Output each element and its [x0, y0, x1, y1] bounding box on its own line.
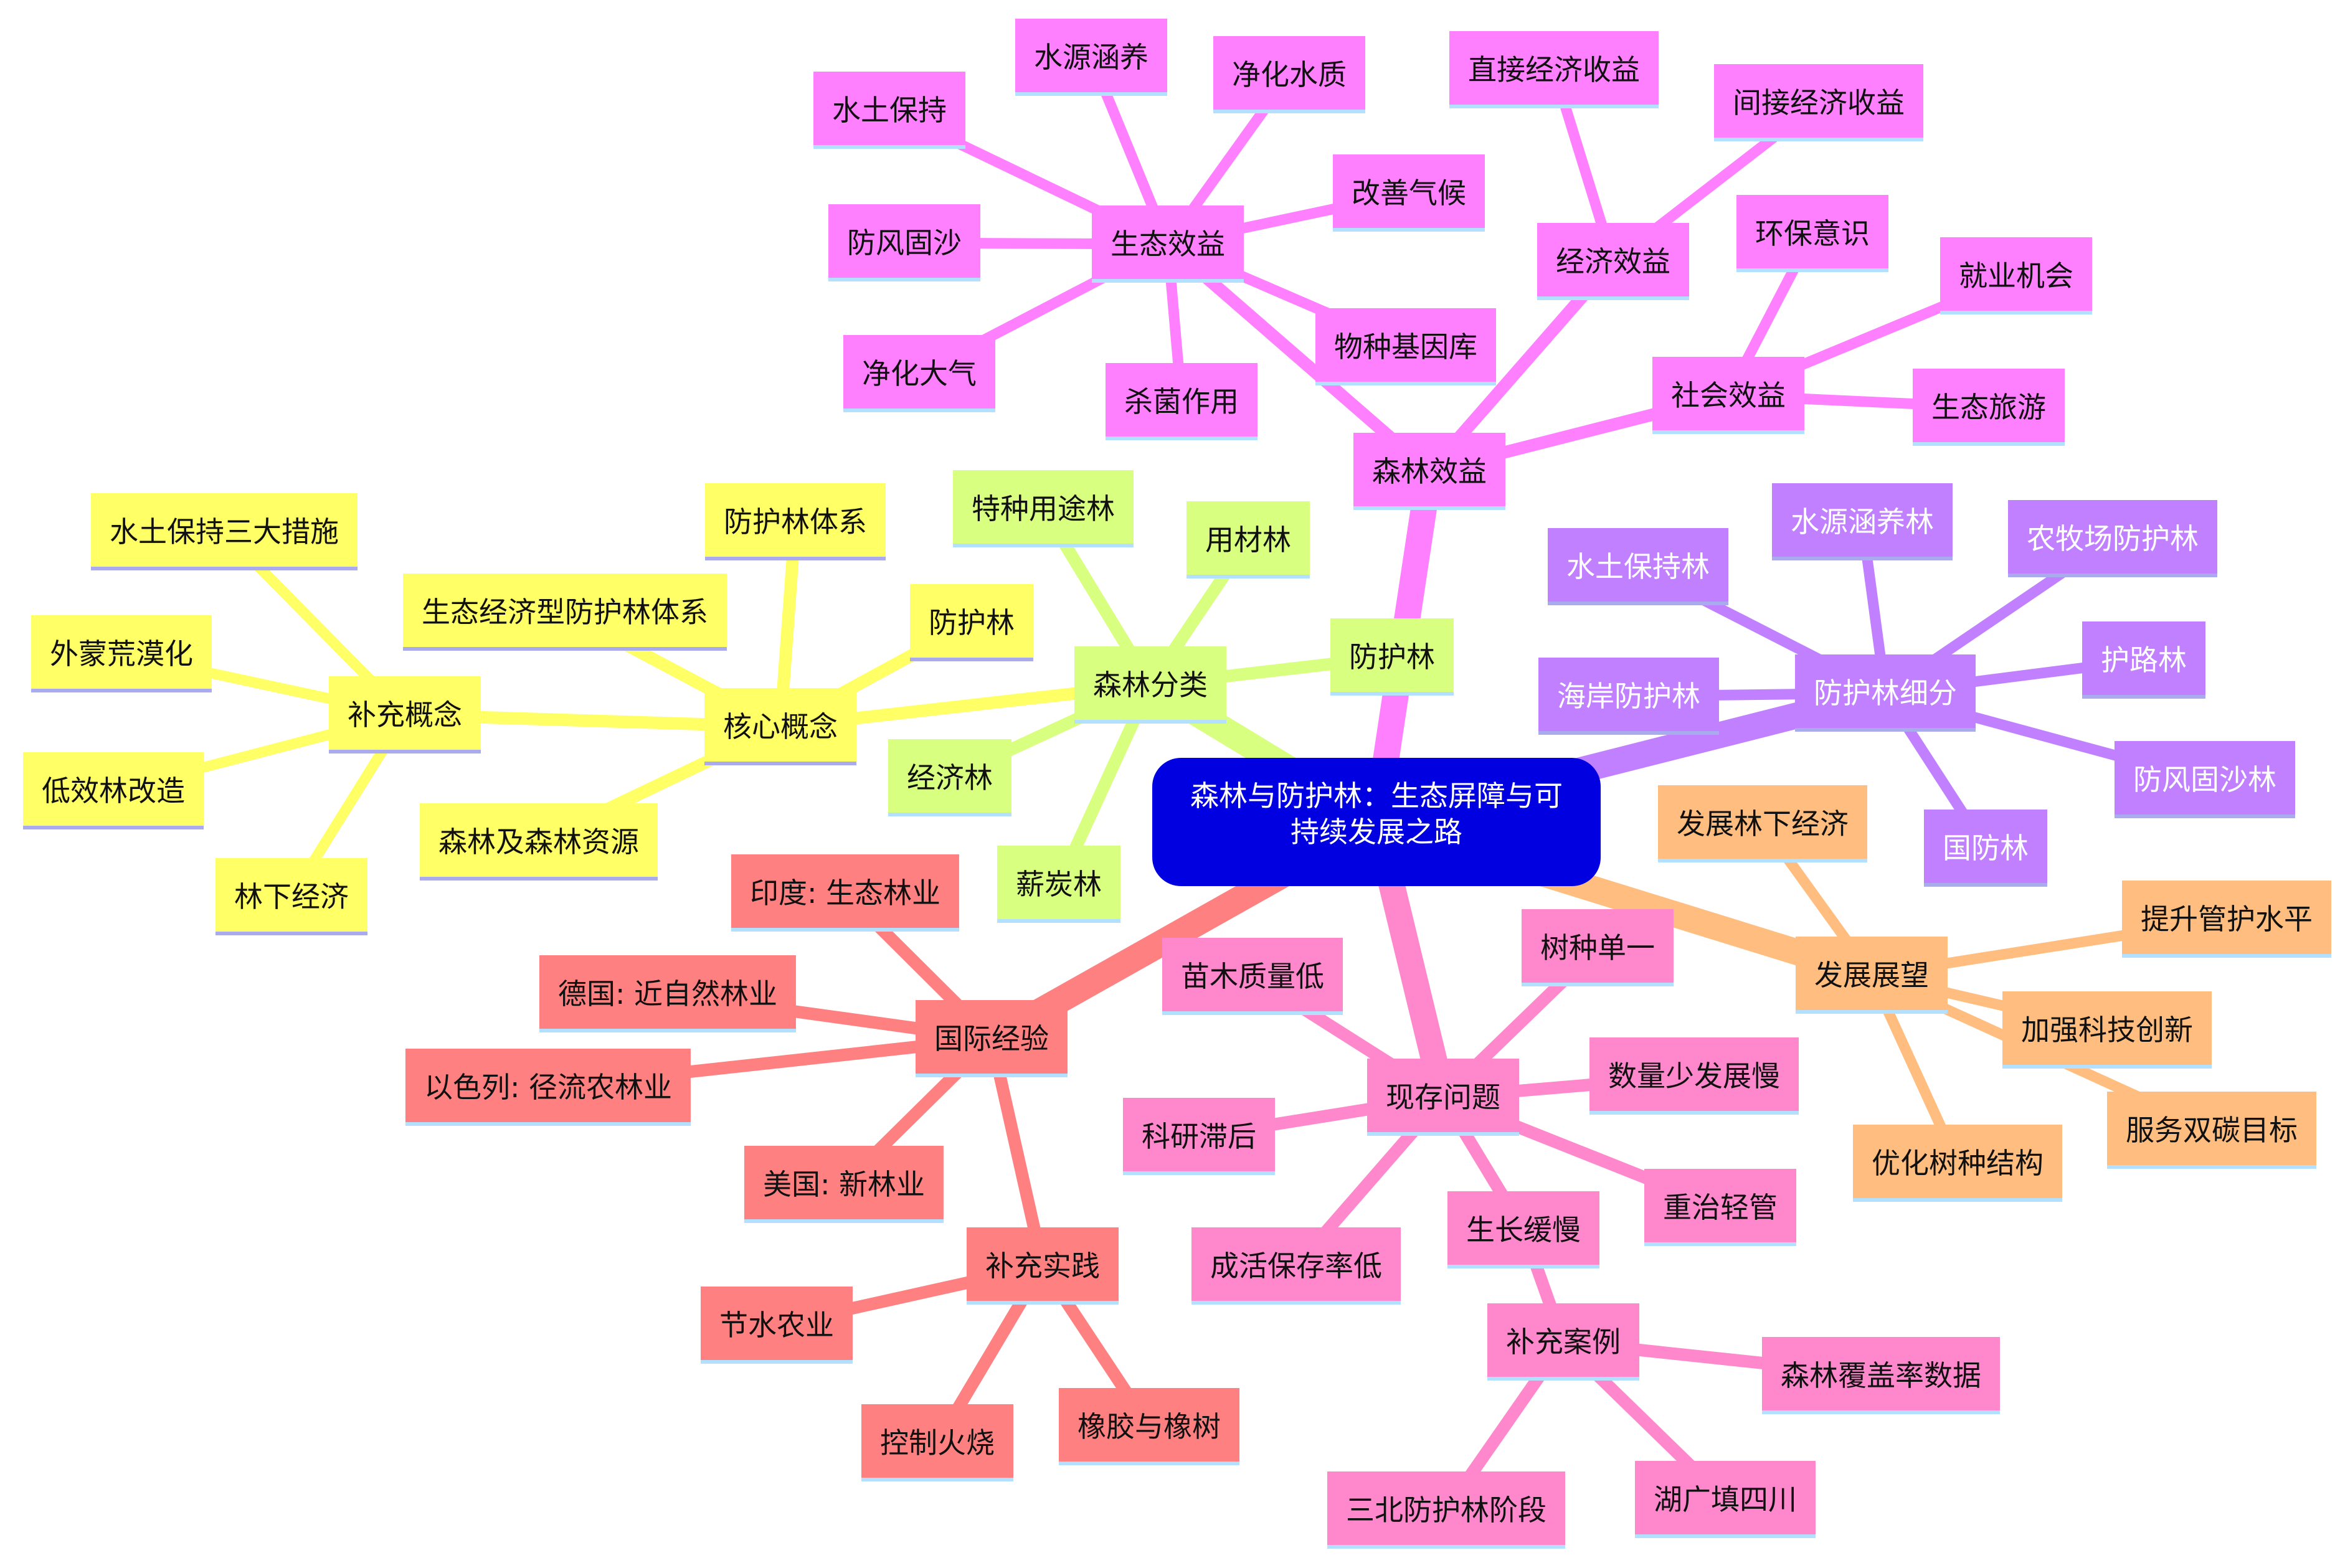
node-in-germany[interactable]: 德国: 近自然林业 [539, 955, 797, 1032]
node-pr-research[interactable]: 科研滞后 [1123, 1098, 1275, 1175]
node-mongolia-desert[interactable]: 外蒙荒漠化 [31, 615, 212, 692]
node-pr-seedling[interactable]: 苗木质量低 [1162, 938, 1343, 1015]
node-ol-management[interactable]: 提升管护水平 [2122, 881, 2331, 958]
node-ol-understory[interactable]: 发展林下经济 [1658, 785, 1867, 862]
node-core-concepts[interactable]: 核心概念 [704, 688, 856, 765]
node-improve-climate[interactable]: 改善气候 [1333, 154, 1485, 232]
node-core-shelter[interactable]: 防护林 [910, 584, 1033, 661]
node-special-forest[interactable]: 特种用途林 [953, 470, 1134, 547]
node-social-benefits[interactable]: 社会效益 [1652, 357, 1804, 434]
node-env-awareness[interactable]: 环保意识 [1736, 195, 1888, 272]
node-cs-sanbei[interactable]: 三北防护林阶段 [1327, 1471, 1565, 1549]
node-forest-class[interactable]: 森林分类 [1074, 646, 1226, 724]
node-understory-econ[interactable]: 林下经济 [216, 858, 367, 935]
node-pc-water-saving[interactable]: 节水农业 [701, 1287, 853, 1364]
node-problems[interactable]: 现存问题 [1367, 1059, 1519, 1136]
node-three-measures[interactable]: 水土保持三大措施 [91, 493, 358, 570]
node-pc-rubber[interactable]: 橡胶与橡树 [1059, 1388, 1239, 1465]
node-econ-benefits[interactable]: 经济效益 [1537, 223, 1689, 300]
node-pc-fire[interactable]: 控制火烧 [861, 1404, 1013, 1481]
node-in-usa[interactable]: 美国: 新林业 [744, 1146, 944, 1223]
node-low-eff-reform[interactable]: 低效林改造 [23, 752, 204, 829]
node-sb-coastal[interactable]: 海岸防护林 [1538, 658, 1719, 735]
node-in-israel[interactable]: 以色列: 径流农林业 [405, 1049, 691, 1126]
node-gene-bank[interactable]: 物种基因库 [1315, 308, 1496, 385]
node-shelter-forest[interactable]: 防护林 [1330, 618, 1454, 696]
node-pr-slow-growth[interactable]: 生长缓慢 [1447, 1191, 1599, 1268]
node-ol-carbon[interactable]: 服务双碳目标 [2107, 1092, 2316, 1169]
node-water-soil[interactable]: 水土保持 [813, 72, 965, 149]
node-timber-forest[interactable]: 用材林 [1186, 501, 1310, 579]
node-supp-concepts[interactable]: 补充概念 [329, 676, 481, 753]
node-water-conservation[interactable]: 水源涵养 [1015, 19, 1167, 96]
node-supp-cases[interactable]: 补充案例 [1487, 1303, 1639, 1381]
node-forest-resources[interactable]: 森林及森林资源 [420, 803, 658, 881]
node-purify-air[interactable]: 净化大气 [843, 335, 995, 412]
node-shelter-system[interactable]: 防护林体系 [705, 483, 886, 560]
node-pr-manage[interactable]: 重治轻管 [1644, 1169, 1796, 1246]
node-purify-water[interactable]: 净化水质 [1213, 36, 1365, 113]
node-eco-econ-system[interactable]: 生态经济型防护林体系 [403, 574, 727, 651]
node-cs-coverage[interactable]: 森林覆盖率数据 [1762, 1337, 2000, 1414]
node-sb-water-source[interactable]: 水源涵养林 [1772, 483, 1953, 560]
node-eco-benefits[interactable]: 生态效益 [1092, 205, 1244, 283]
node-pr-few-slow[interactable]: 数量少发展慢 [1589, 1037, 1799, 1115]
node-jobs[interactable]: 就业机会 [1940, 237, 2092, 314]
node-supp-practice[interactable]: 补充实践 [967, 1227, 1119, 1305]
node-sb-farmland[interactable]: 农牧场防护林 [2008, 500, 2217, 577]
node-pr-survival[interactable]: 成活保存率低 [1191, 1227, 1401, 1305]
node-eco-tourism[interactable]: 生态旅游 [1913, 369, 2065, 446]
node-in-india[interactable]: 印度: 生态林业 [731, 854, 960, 932]
node-sb-national[interactable]: 国防林 [1924, 810, 2047, 887]
node-sb-water-soil[interactable]: 水土保持林 [1548, 528, 1728, 605]
node-economic-forest[interactable]: 经济林 [888, 739, 1011, 816]
node-pr-single-species[interactable]: 树种单一 [1522, 909, 1674, 986]
node-direct-income[interactable]: 直接经济收益 [1449, 31, 1659, 108]
node-fuel-forest[interactable]: 薪炭林 [997, 846, 1120, 923]
node-sb-road[interactable]: 护路林 [2082, 621, 2205, 699]
node-outlook[interactable]: 发展展望 [1796, 937, 1948, 1014]
node-ol-species[interactable]: 优化树种结构 [1853, 1125, 2062, 1202]
node-sterilize[interactable]: 杀菌作用 [1106, 363, 1257, 440]
node-indirect-income[interactable]: 间接经济收益 [1714, 64, 1923, 141]
node-sb-windbreak[interactable]: 防风固沙林 [2115, 741, 2295, 818]
node-intl[interactable]: 国际经验 [916, 1000, 1068, 1077]
node-forest-benefits[interactable]: 森林效益 [1353, 433, 1505, 510]
node-cs-huguang[interactable]: 湖广填四川 [1635, 1461, 1816, 1538]
node-ol-tech[interactable]: 加强科技创新 [2002, 991, 2212, 1069]
node-windbreak-sand[interactable]: 防风固沙 [828, 204, 980, 281]
central-topic[interactable]: 森林与防护林：生态屏障与可持续发展之路 [1152, 758, 1601, 886]
node-shelter-detail[interactable]: 防护林细分 [1795, 654, 1976, 732]
